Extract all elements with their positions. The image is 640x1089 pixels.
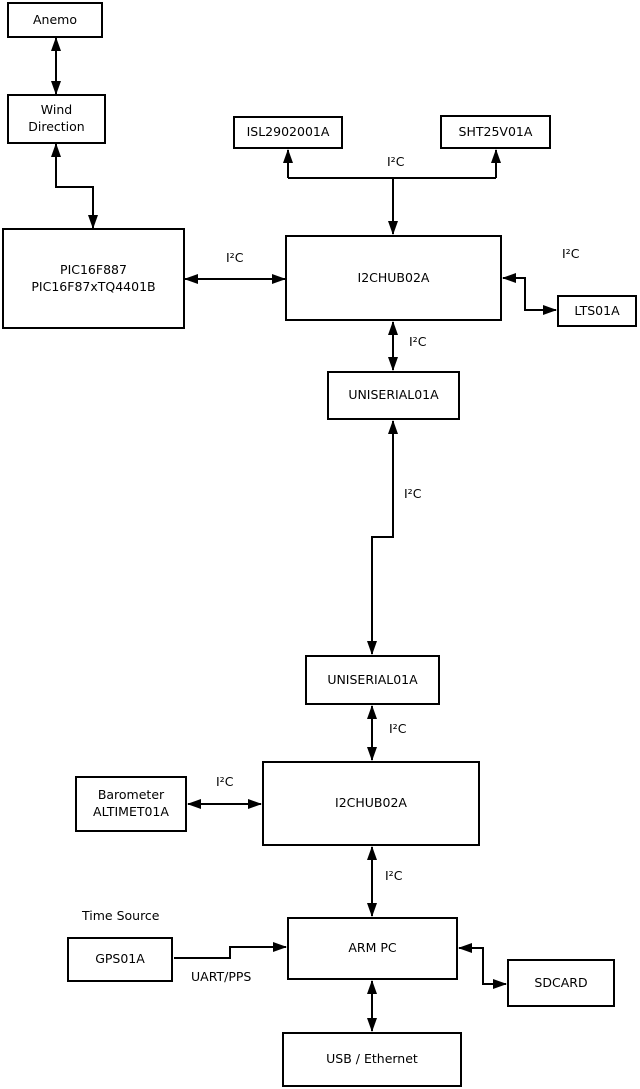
edge-gps-armpc [174, 942, 287, 959]
node-uniserial01a-top: UNISERIAL01A [327, 371, 460, 420]
node-wind-direction-label-line2: Direction [28, 119, 85, 134]
edge-label-i2c-uniserial1-uniserial2: I²C [404, 486, 422, 501]
node-barometer-label-line2: ALTIMET01A [93, 804, 169, 819]
node-i2chub02a-top: I2CHUB02A [285, 235, 502, 321]
node-sht25v01a-label: SHT25V01A [458, 123, 533, 139]
edge-uniserial1-uniserial2 [367, 420, 398, 655]
node-wind-direction-label-line1: Wind [40, 102, 73, 118]
edge-label-i2c-hub1-lts: I²C [562, 246, 580, 261]
node-usb-ethernet-label: USB / Ethernet [326, 1051, 418, 1067]
node-pic16f887-label-line1: PIC16F887 [60, 261, 127, 277]
edge-label-uart-pps: UART/PPS [191, 969, 252, 984]
node-pic16f887: PIC16F887 PIC16F87xTQ4401B [2, 228, 185, 329]
edge-armpc-sdcard [458, 943, 507, 989]
node-barometer-label-line1: Barometer [97, 787, 165, 803]
node-usb-ethernet: USB / Ethernet [282, 1032, 462, 1087]
node-wind-direction: Wind Direction [7, 94, 106, 144]
node-arm-pc: ARM PC [287, 917, 458, 980]
edge-label-i2c-hub2-armpc: I²C [385, 868, 403, 883]
node-uniserial01a-bottom: UNISERIAL01A [305, 655, 440, 705]
edge-wind-pic [51, 143, 98, 229]
node-anemo: Anemo [7, 2, 103, 38]
edge-label-i2c-hub1-sensors: I²C [387, 154, 405, 169]
node-pic16f887-label-line2: PIC16F87xTQ4401B [31, 278, 156, 294]
node-lts01a: LTS01A [557, 295, 637, 327]
node-barometer: Barometer ALTIMET01A [75, 776, 187, 832]
edge-label-i2c-hub1-uniserial1: I²C [409, 334, 427, 349]
node-i2chub02a-top-label: I2CHUB02A [357, 269, 430, 285]
node-sht25v01a: SHT25V01A [440, 115, 551, 149]
node-i2chub02a-bottom: I2CHUB02A [262, 761, 480, 846]
edge-label-i2c-barometer-hub2: I²C [216, 774, 234, 789]
node-uniserial01a-top-label: UNISERIAL01A [348, 387, 439, 403]
node-i2chub02a-bottom-label: I2CHUB02A [335, 795, 407, 811]
edge-label-i2c-uniserial2-hub2: I²C [389, 721, 407, 736]
node-isl2902001a-label: ISL2902001A [246, 124, 330, 140]
node-gps01a-label: GPS01A [95, 951, 145, 967]
caption-time-source: Time Source [82, 908, 160, 923]
edge-hub1-lts [502, 273, 557, 315]
node-isl2902001a: ISL2902001A [233, 116, 343, 149]
node-uniserial01a-bottom-label: UNISERIAL01A [327, 671, 418, 687]
node-gps01a: GPS01A [67, 937, 173, 982]
node-lts01a-label: LTS01A [574, 302, 620, 318]
node-arm-pc-label: ARM PC [348, 940, 397, 956]
edge-label-i2c-pic-hub1: I²C [226, 250, 244, 265]
node-sdcard: SDCARD [507, 959, 615, 1007]
node-anemo-label: Anemo [33, 11, 77, 27]
node-sdcard-label: SDCARD [534, 974, 588, 990]
